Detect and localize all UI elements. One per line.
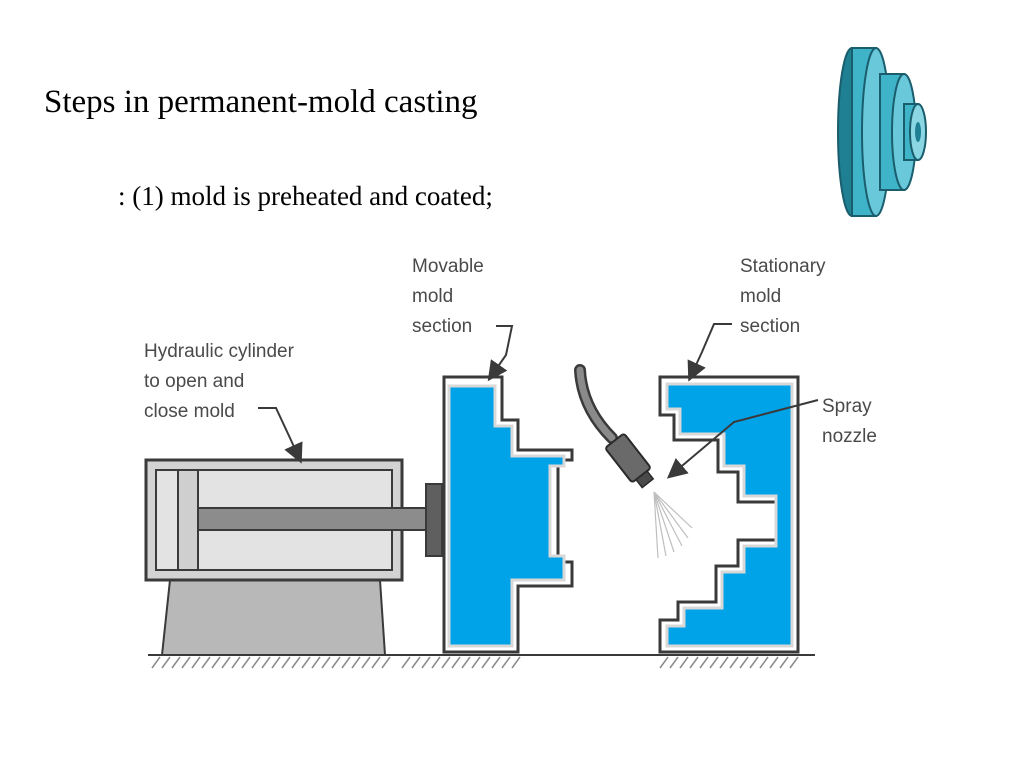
pulley-casting-image [837, 47, 927, 217]
svg-text:Movable: Movable [412, 256, 484, 277]
cylinder-base [160, 579, 387, 656]
stationary-mold-section [658, 375, 800, 654]
label-stationary-mold: Stationary mold section [740, 256, 826, 337]
svg-text:close mold: close mold [144, 401, 235, 422]
hydraulic-cylinder [144, 458, 443, 582]
slide-title: Steps in permanent-mold casting [44, 84, 478, 120]
svg-text:Hydraulic cylinder: Hydraulic cylinder [144, 341, 295, 362]
svg-text:section: section [740, 316, 800, 337]
svg-text:Stationary: Stationary [740, 256, 826, 277]
svg-text:Spray: Spray [822, 396, 872, 417]
spray-nozzle [574, 364, 693, 559]
arrow-spray [666, 399, 819, 479]
ground [148, 654, 815, 669]
label-movable-mold: Movable mold section [412, 256, 484, 337]
permanent-mold-diagram: Movable mold section Stationary mold sec… [144, 256, 877, 669]
movable-mold-section [442, 375, 574, 654]
label-hydraulic-cylinder: Hydraulic cylinder to open and close mol… [144, 341, 295, 422]
svg-text:to open and: to open and [144, 371, 244, 392]
step-description: : (1) mold is preheated and coated; [118, 181, 493, 211]
arrow-hydraulic [258, 407, 303, 464]
svg-text:mold: mold [412, 286, 453, 307]
svg-text:section: section [412, 316, 472, 337]
arrow-stationary [687, 323, 732, 382]
label-spray-nozzle: Spray nozzle [822, 396, 877, 447]
svg-text:nozzle: nozzle [822, 426, 877, 447]
arrow-movable [487, 325, 514, 382]
svg-text:mold: mold [740, 286, 781, 307]
